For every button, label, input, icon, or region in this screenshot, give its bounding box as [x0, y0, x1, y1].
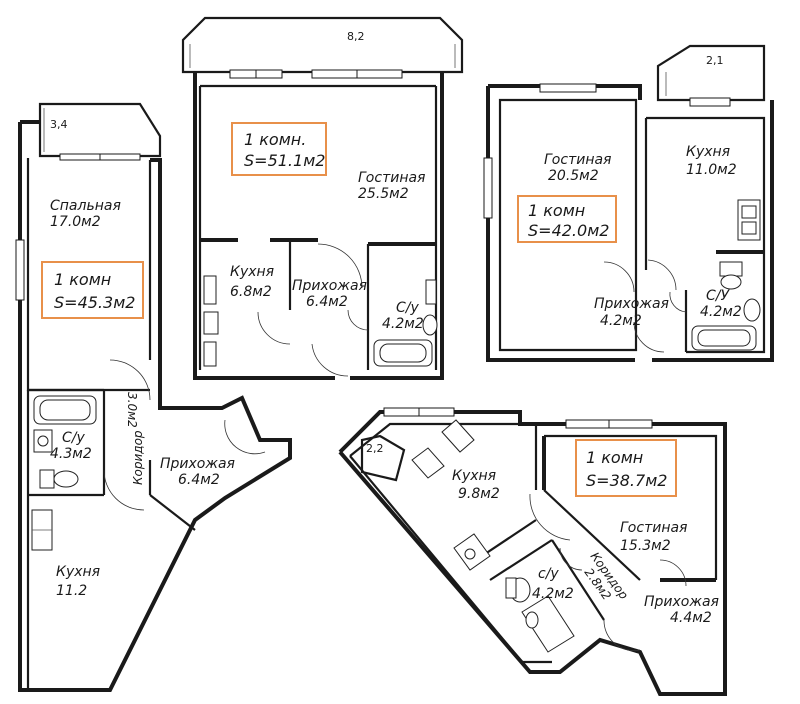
- plan-b-bath-name: С/у: [396, 300, 419, 316]
- plan-b-living-area: 25.5м2: [358, 186, 409, 202]
- plan-d-badge-line1: 1 комн: [586, 448, 643, 467]
- plan-c-balcony-area: 2,1: [706, 54, 724, 67]
- plan-c-hall-name: Прихожая: [594, 296, 669, 312]
- plan-a-badge-line2: S=45.3м2: [54, 293, 135, 312]
- plan-c-bath-area: 4.2м2: [700, 304, 742, 320]
- plan-c-living-area: 20.5м2: [548, 168, 599, 184]
- plan-b-hall-area: 6.4м2: [306, 294, 348, 310]
- plan-b-badge: [231, 122, 327, 176]
- plan-c-hall-area: 4.2м2: [600, 313, 642, 329]
- plan-a-badge: [41, 261, 144, 319]
- plan-b: 1 комн. S=51.1м2 8,2 Гостиная 25.5м2 Кух…: [181, 16, 464, 380]
- plan-c-badge-line2: S=42.0м2: [528, 221, 609, 240]
- plan-a-corridor-name: Коридор: [131, 430, 145, 485]
- plan-b-kitchen-area: 6.8м2: [230, 284, 272, 300]
- plan-d-bath-area: 4.2м2: [532, 586, 574, 602]
- plan-a-kitchen-area: 11.2: [56, 583, 87, 599]
- plan-b-badge-line1: 1 комн.: [244, 130, 306, 149]
- plan-c-badge-line1: 1 комн: [528, 201, 585, 220]
- plan-c-living-name: Гостиная: [544, 152, 611, 168]
- plan-c-badge: [517, 195, 617, 243]
- plan-b-hall-name: Прихожая: [292, 278, 367, 294]
- plan-a-balcony-area: 3,4: [50, 118, 68, 131]
- plan-d-badge: [575, 439, 677, 497]
- plan-a-badge-line1: 1 комн: [54, 270, 111, 289]
- plan-c-kitchen-area: 11.0м2: [686, 162, 737, 178]
- plan-c: 1 комн S=42.0м2 2,1 Гостиная 20.5м2 Кухн…: [483, 44, 774, 362]
- plan-d-hall-area: 4.4м2: [670, 610, 712, 626]
- plan-d-kitchen-name: Кухня: [452, 468, 496, 484]
- plan-d: 1 комн S=38.7м2 2,2 Кухня 9.8м2 Гостиная…: [338, 407, 727, 696]
- plan-d-balcony-area: 2,2: [366, 442, 384, 455]
- plan-a-bath-area: 4.3м2: [50, 446, 92, 462]
- plan-d-living-name: Гостиная: [620, 520, 687, 536]
- plan-b-kitchen-name: Кухня: [230, 264, 274, 280]
- plan-d-badge-line2: S=38.7м2: [586, 471, 667, 490]
- plan-c-bath-name: С/У: [706, 288, 730, 304]
- plan-c-kitchen-name: Кухня: [686, 144, 730, 160]
- plan-b-living-name: Гостиная: [358, 170, 425, 186]
- plan-a-kitchen-name: Кухня: [56, 564, 100, 580]
- plan-b-bath-area: 4.2м2: [382, 316, 424, 332]
- plan-b-badge-line2: S=51.1м2: [244, 151, 325, 170]
- plan-a-corridor-area: 3.0м2: [125, 392, 139, 428]
- plan-d-bath-name: с/у: [538, 566, 559, 582]
- plan-d-kitchen-area: 9.8м2: [458, 486, 500, 502]
- plan-a-hall-area: 6.4м2: [178, 472, 220, 488]
- plan-d-hall-name: Прихожая: [644, 594, 719, 610]
- plan-a-bath-name: С/у: [62, 430, 85, 446]
- plan-a-bedroom-area: 17.0м2: [50, 214, 101, 230]
- plan-d-living-area: 15.3м2: [620, 538, 671, 554]
- plan-a-hall-name: Прихожая: [160, 456, 235, 472]
- plan-b-balcony-area: 8,2: [347, 30, 365, 43]
- plan-a: 1 комн S=45.3м2 3,4 Спальная 17.0м2 С/у …: [15, 102, 292, 692]
- plan-a-bedroom-name: Спальная: [50, 198, 121, 214]
